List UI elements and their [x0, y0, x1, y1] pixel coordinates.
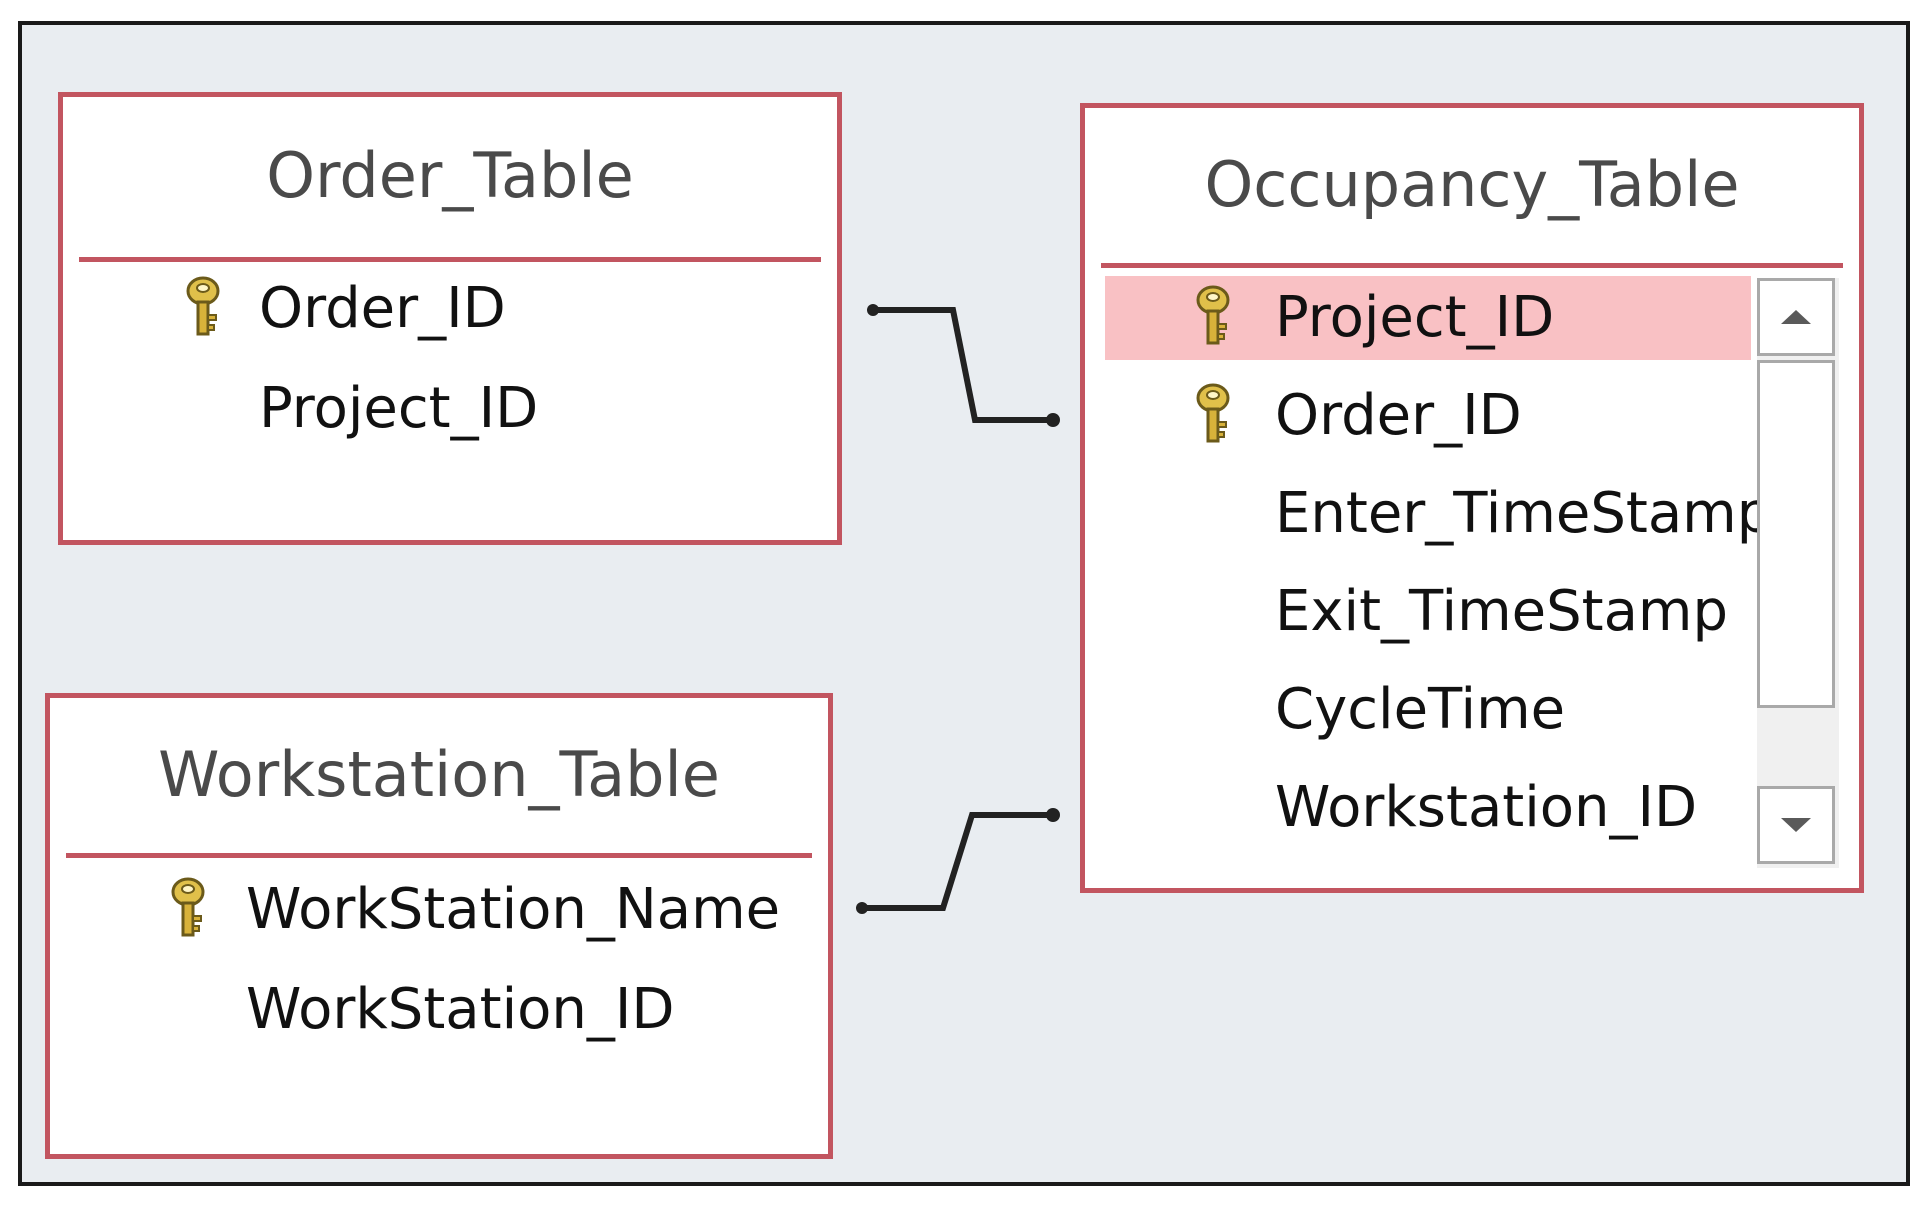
workstation-table-box[interactable]: Workstation_Table WorkStation_Name WorkS…	[45, 693, 833, 1159]
order-table-box[interactable]: Order_Table Order_ID Project_ID	[58, 92, 842, 545]
primary-key-icon	[186, 276, 220, 336]
field-label: Exit_TimeStamp	[1275, 579, 1729, 644]
field-label: Order_ID	[1275, 383, 1522, 448]
field-row-order-id[interactable]: Order_ID	[63, 267, 837, 351]
title-divider	[66, 853, 812, 858]
field-row-workstation-id[interactable]: Workstation_ID	[1105, 766, 1751, 850]
field-row-workstation-name[interactable]: WorkStation_Name	[50, 868, 828, 952]
field-row-enter-timestamp[interactable]: Enter_TimeStamp	[1105, 472, 1772, 556]
field-label: Order_ID	[259, 276, 506, 341]
field-label: Project_ID	[1275, 285, 1555, 350]
triangle-up-icon	[1781, 310, 1811, 324]
title-divider	[1101, 263, 1843, 268]
field-row-cycletime[interactable]: CycleTime	[1105, 668, 1751, 752]
field-label: Workstation_ID	[1275, 775, 1698, 840]
field-label: WorkStation_Name	[246, 877, 781, 942]
primary-key-icon	[1196, 383, 1230, 443]
order-table-title[interactable]: Order_Table	[266, 139, 634, 212]
field-row-order-id[interactable]: Order_ID	[1105, 374, 1751, 458]
workstation-table-title[interactable]: Workstation_Table	[158, 738, 720, 811]
vertical-scrollbar[interactable]	[1757, 278, 1839, 868]
occupancy-table-box[interactable]: Occupancy_Table Project_ID Order_ID	[1080, 103, 1864, 893]
field-label: CycleTime	[1275, 677, 1566, 742]
field-row-exit-timestamp[interactable]: Exit_TimeStamp	[1105, 570, 1751, 654]
field-row-project-id[interactable]: Project_ID	[1105, 276, 1751, 360]
scroll-down-button[interactable]	[1757, 786, 1835, 864]
field-label: WorkStation_ID	[246, 977, 675, 1042]
primary-key-icon	[1196, 285, 1230, 345]
field-label: Project_ID	[259, 376, 539, 441]
triangle-down-icon	[1781, 818, 1811, 832]
primary-key-icon	[171, 877, 205, 937]
scroll-thumb[interactable]	[1757, 360, 1835, 708]
relationships-canvas: Order_Table Order_ID Project_ID Workstat…	[18, 21, 1910, 1186]
field-row-project-id[interactable]: Project_ID	[63, 367, 837, 451]
field-label: Enter_TimeStamp	[1275, 481, 1773, 546]
title-divider	[79, 257, 821, 262]
occupancy-table-title[interactable]: Occupancy_Table	[1204, 148, 1740, 221]
field-row-workstation-id[interactable]: WorkStation_ID	[50, 968, 828, 1052]
scroll-up-button[interactable]	[1757, 278, 1835, 356]
